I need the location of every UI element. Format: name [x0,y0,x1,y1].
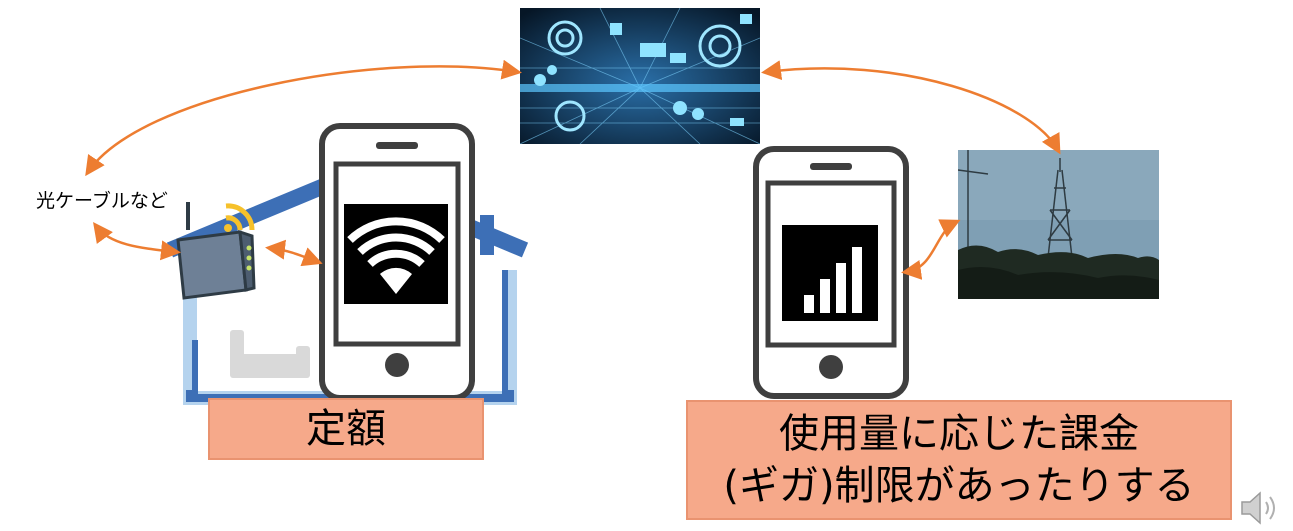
flat-rate-label: 定額 [208,398,484,460]
internet-network-image [520,8,760,144]
arrow-cable-to-router [93,221,181,261]
usage-line-1: 使用量に応じた課金 [779,411,1139,457]
arrow-internet-to-cable [85,59,522,177]
wifi-router-icon [176,202,256,300]
cellular-signal-icon [782,225,878,321]
smartphone-cellular [753,146,909,399]
cable-label: 光ケーブルなど [36,190,168,212]
cell-tower-photo [958,150,1159,299]
smartphone-wifi [319,123,475,401]
usage-billing-label: 使用量に応じた課金 (ギガ)制限があったりする [686,400,1232,520]
arrow-router-to-phone [265,239,323,267]
wifi-signal-icon [344,204,448,304]
arrow-internet-to-tower [761,60,1061,155]
usage-line-2: (ギガ)制限があったりする [723,463,1195,509]
speaker-icon[interactable] [1238,488,1282,528]
flat-rate-text: 定額 [306,406,386,452]
arrow-phone-to-tower [901,219,961,280]
